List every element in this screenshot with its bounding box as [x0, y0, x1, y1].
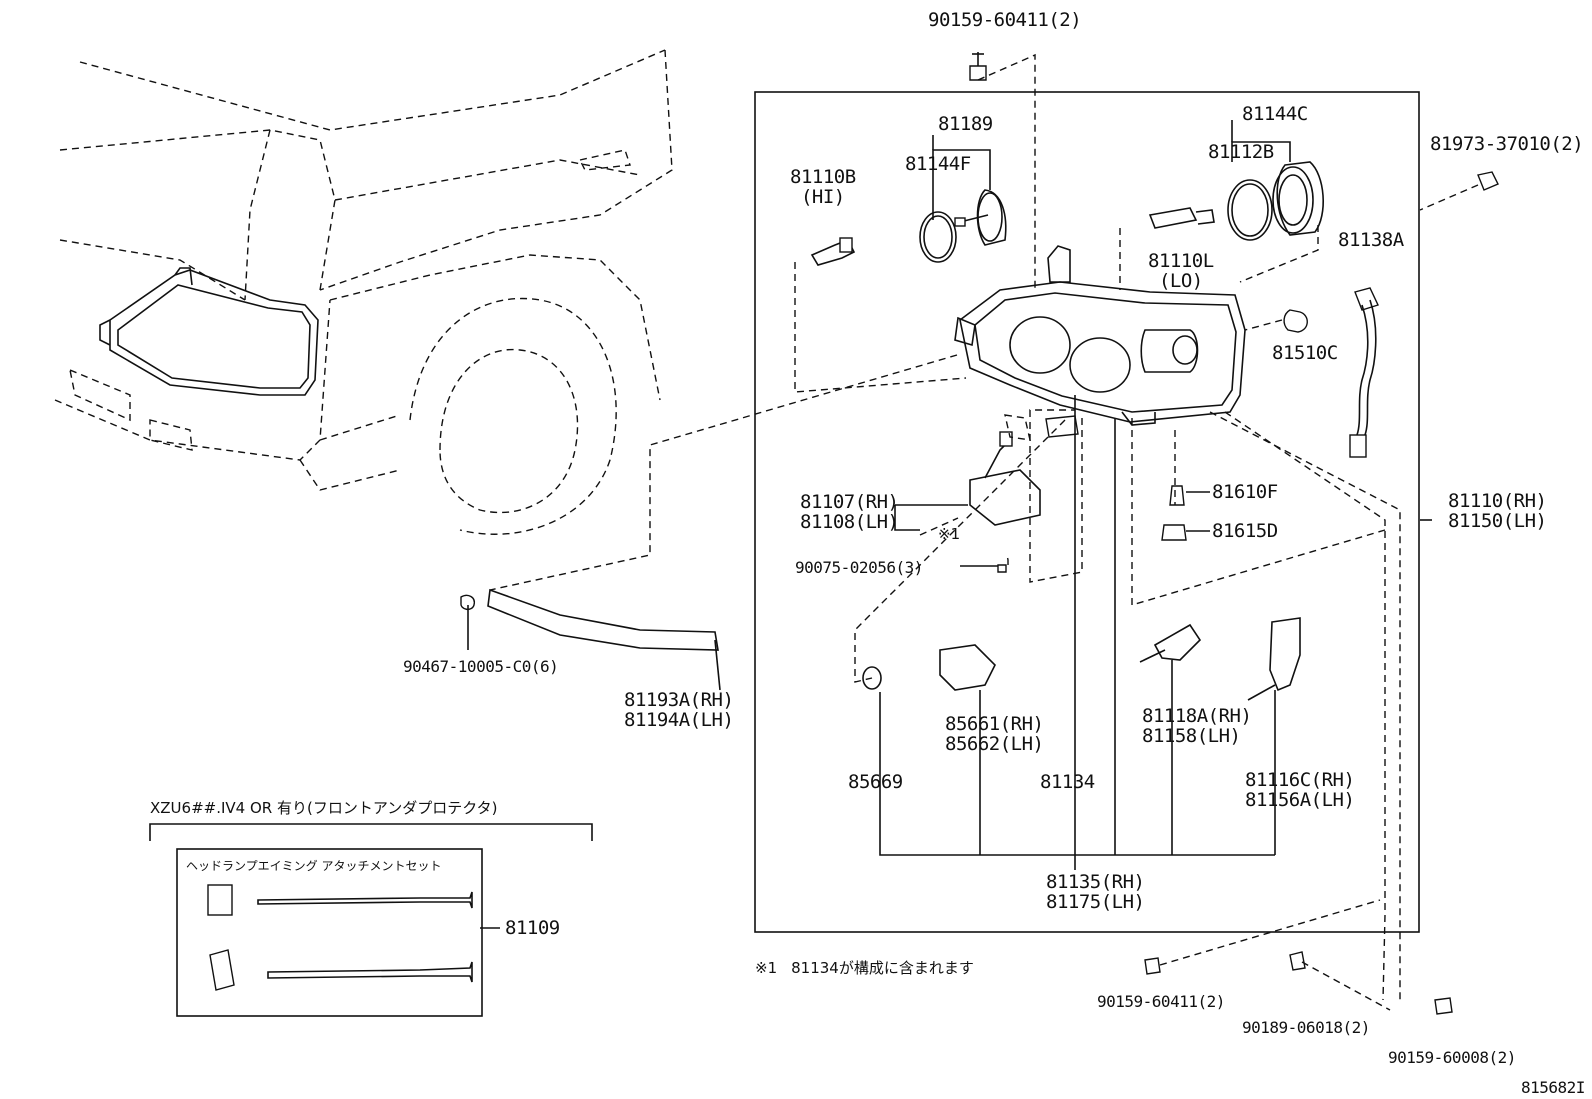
- drawing-id: 815682I: [1521, 1078, 1585, 1097]
- label-81973-37010[interactable]: 81973-37010(2): [1430, 133, 1584, 155]
- label-81193A[interactable]: 81193A(RH): [624, 689, 734, 711]
- label-81158[interactable]: 81158(LH): [1142, 725, 1241, 747]
- footnote-mark: ※1: [755, 959, 778, 977]
- label-lo: (LO): [1158, 270, 1203, 292]
- label-81189[interactable]: 81189: [938, 113, 993, 135]
- label-group-81107: 81107(RH) 81108(LH): [800, 491, 899, 533]
- label-81116C[interactable]: 81116C(RH): [1245, 769, 1355, 791]
- label-group-81110: 81110(RH) 81150(LH): [1448, 490, 1547, 532]
- label-group-81118A: 81118A(RH) 81158(LH): [1142, 705, 1252, 747]
- label-85661[interactable]: 85661(RH): [945, 713, 1044, 735]
- label-81108[interactable]: 81108(LH): [800, 511, 899, 533]
- label-90189-06018[interactable]: 90189-06018(2): [1242, 1018, 1370, 1037]
- leader-lines: [467, 53, 1479, 1011]
- label-81138A[interactable]: 81138A: [1338, 229, 1404, 251]
- label-81150LH[interactable]: 81150(LH): [1448, 510, 1547, 532]
- footnote-mark-ballast: ※1: [938, 525, 961, 543]
- label-81510C[interactable]: 81510C: [1272, 342, 1338, 364]
- label-81144C[interactable]: 81144C: [1242, 103, 1308, 125]
- label-81134[interactable]: 81134: [1040, 771, 1095, 793]
- label-85669[interactable]: 85669: [848, 771, 903, 793]
- label-90075-02056[interactable]: 90075-02056(3): [795, 558, 923, 577]
- variant-condition-label: XZU6##.IV4 OR 有り(フロントアンダプロテクタ): [150, 799, 498, 817]
- label-81175[interactable]: 81175(LH): [1046, 891, 1145, 913]
- label-81110RH[interactable]: 81110(RH): [1448, 490, 1547, 512]
- footnote: ※1 81134が構成に含まれます: [755, 958, 974, 978]
- label-90159-60411-bottom[interactable]: 90159-60411(2): [1097, 992, 1225, 1011]
- label-90159-60411-top[interactable]: 90159-60411(2): [928, 9, 1082, 31]
- label-81109[interactable]: 81109: [505, 917, 560, 939]
- label-group-85661: 85661(RH) 85662(LH): [945, 713, 1044, 755]
- vehicle-outline: [54, 49, 673, 535]
- kit-title: ヘッドランプエイミング アタッチメントセット: [186, 859, 442, 873]
- variant-bracket: [149, 823, 593, 841]
- label-group-81116C: 81116C(RH) 81156A(LH): [1245, 769, 1355, 811]
- label-90467-10005-C0[interactable]: 90467-10005-C0(6): [403, 657, 559, 676]
- label-81110L[interactable]: 81110L: [1148, 250, 1214, 272]
- label-81107[interactable]: 81107(RH): [800, 491, 899, 513]
- label-81194A[interactable]: 81194A(LH): [624, 709, 734, 731]
- label-81110B[interactable]: 81110B: [790, 166, 856, 188]
- label-hi: (HI): [800, 186, 845, 208]
- footnote-text: 81134が構成に含まれます: [791, 959, 974, 977]
- label-81135[interactable]: 81135(RH): [1046, 871, 1145, 893]
- part-sketches: [207, 52, 1499, 1015]
- label-81610F[interactable]: 81610F: [1212, 481, 1278, 503]
- label-group-81110B: 81110B (HI): [790, 167, 856, 207]
- label-81615D[interactable]: 81615D: [1212, 520, 1278, 542]
- label-81156A[interactable]: 81156A(LH): [1245, 789, 1355, 811]
- label-81112B[interactable]: 81112B: [1208, 141, 1274, 163]
- kit-box: [176, 848, 483, 1017]
- assembly-frame: [754, 91, 1420, 933]
- label-81144F[interactable]: 81144F: [905, 153, 971, 175]
- label-group-81110L: 81110L (LO): [1148, 251, 1214, 291]
- headlamp-assembly: [954, 245, 1246, 426]
- label-85662[interactable]: 85662(LH): [945, 733, 1044, 755]
- label-group-81135: 81135(RH) 81175(LH): [1046, 871, 1145, 913]
- label-81118A[interactable]: 81118A(RH): [1142, 705, 1252, 727]
- label-90159-60008[interactable]: 90159-60008(2): [1388, 1048, 1516, 1067]
- vehicle-headlamp: [99, 267, 319, 396]
- label-group-81193A: 81193A(RH) 81194A(LH): [624, 689, 734, 731]
